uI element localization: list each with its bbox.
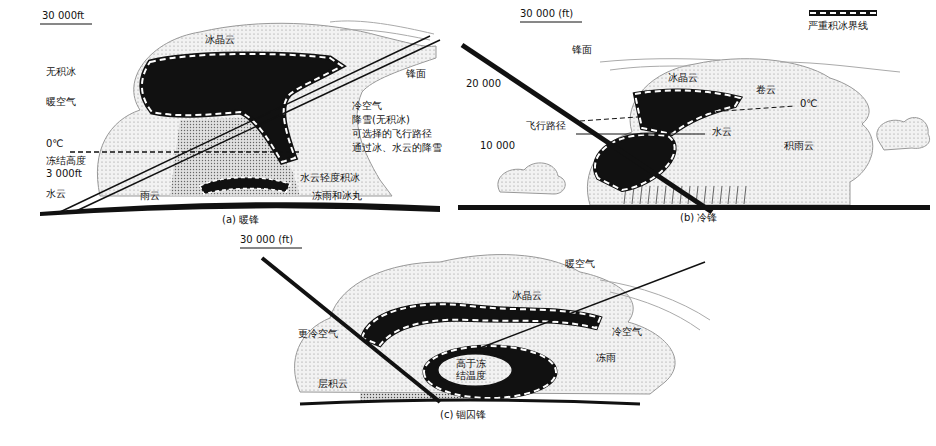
cloud-mass: [295, 255, 676, 394]
diagram-label: 暖空气: [46, 96, 76, 108]
ground: [300, 400, 640, 404]
diagram-label: 3 000ft: [46, 168, 82, 180]
diagram-label: 10 000: [480, 140, 515, 152]
diagram-label: 冷空气: [352, 100, 382, 112]
diagram-label: 积雨云: [784, 140, 814, 152]
icing-boundary: [362, 304, 600, 345]
diagram-label: 冻结高度: [46, 155, 86, 167]
diagram-label: 水云轻度积冰: [300, 172, 360, 184]
diagram-label: 0℃: [46, 138, 64, 150]
diagram-label: 水云: [46, 188, 66, 200]
legend-entry: 严重积冰界线: [808, 8, 878, 32]
icing-boundary-sample: [808, 8, 878, 18]
height-underline: [520, 22, 582, 23]
diagram-label: 冰晶云: [512, 290, 542, 302]
icing-boundary: [424, 346, 556, 398]
diagram-label: 锋面: [406, 68, 426, 80]
cumulonimbus-cloud: [587, 59, 872, 205]
diagram-label: 锋面: [572, 44, 592, 56]
diagram-label: 冻雨: [596, 352, 616, 364]
diagram-label: 冻雨和冰丸: [312, 190, 362, 202]
warm-front-surface: [480, 262, 705, 348]
diagram-label: 冰晶云: [668, 72, 698, 84]
diagram-label: 20 000: [466, 78, 501, 90]
diagram-label: 卷云: [756, 84, 776, 96]
ground: [458, 205, 930, 210]
diagram-label: (c) 锢囚锋: [440, 409, 486, 421]
diagram-label: 层积云: [318, 378, 348, 390]
height-underline: [40, 24, 92, 25]
cold-front-panel: [458, 22, 930, 212]
diagram-label: 30 000ft: [42, 10, 84, 22]
height-underline: [240, 248, 302, 249]
diagram-label: 水云: [712, 126, 732, 138]
occluded-front-panel: [240, 248, 710, 404]
sample-dash: [810, 12, 876, 14]
cirrus-streak: [600, 280, 710, 330]
diagram-label: 无积冰: [46, 66, 76, 78]
light-icing-zone: [200, 177, 290, 194]
cumulus-cloud: [498, 163, 565, 194]
ground: [40, 202, 440, 216]
cumulus-cloud: [877, 118, 930, 150]
diagram-label: 冰晶云: [205, 34, 235, 46]
cold-front-surface: [262, 258, 440, 402]
diagram-label: 通过冰、水云的降雪: [352, 142, 442, 154]
front-surface: [74, 40, 440, 212]
warm-front-panel: [40, 21, 440, 216]
cirrus-streak: [600, 59, 900, 72]
diagram-label: (b) 冷锋: [680, 212, 717, 224]
diagram-label: 暖空气: [565, 258, 595, 270]
diagram-label: 高于冻结温度: [456, 358, 488, 382]
diagram-label: 0℃: [800, 98, 818, 110]
diagram-label: 30 000 (ft): [240, 234, 293, 246]
diagram-label: 飞行路径: [526, 120, 566, 132]
icing-zone: [362, 304, 600, 345]
diagram-label: 30 000 (ft): [520, 8, 573, 20]
diagram-label: (a) 暖锋: [222, 214, 259, 226]
icing-zone: [142, 54, 342, 162]
icing-boundary: [142, 54, 342, 162]
sample-bar: [809, 10, 877, 16]
freezing-level-line: [580, 106, 795, 121]
diagram-label: 雨云: [140, 190, 160, 202]
diagram-label: 可选择的飞行路径: [352, 128, 432, 140]
icing-zone: [424, 346, 556, 398]
diagram-label: 更冷空气: [298, 328, 338, 340]
cirrus-streak: [330, 21, 434, 40]
front-surface: [60, 36, 430, 212]
front-surface: [462, 45, 712, 212]
diagram-label: 冷空气: [612, 326, 642, 338]
legend-text: 严重积冰界线: [808, 20, 878, 32]
diagram-label: 降雪(无积冰): [352, 114, 410, 126]
